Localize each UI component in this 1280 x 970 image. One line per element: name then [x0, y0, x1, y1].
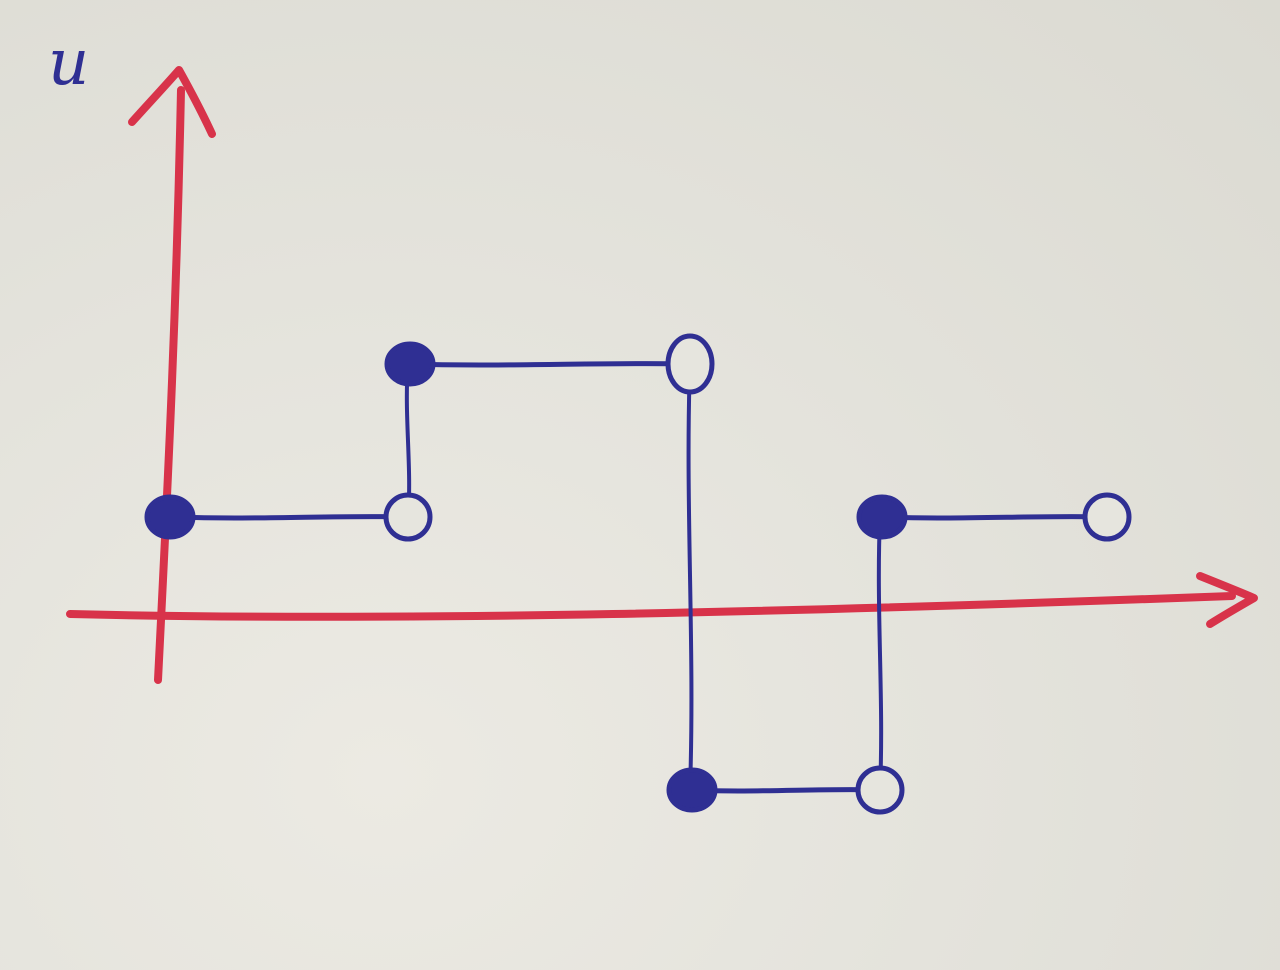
step-segment [405, 361, 693, 368]
filled-endpoint-dot [666, 767, 718, 813]
jump-line [686, 362, 694, 792]
open-endpoint-dot [1082, 492, 1132, 542]
y-axis-line [154, 86, 185, 684]
x-axis-arrowhead [1196, 572, 1258, 628]
jump-line [876, 515, 884, 792]
step-segments [173, 361, 1110, 794]
axes: u [48, 26, 1258, 684]
step-segment [877, 514, 1110, 521]
open-endpoint-dot [855, 765, 905, 815]
filled-endpoint-dot [856, 494, 908, 540]
open-endpoint-dot [383, 492, 433, 542]
endpoint-markers [144, 333, 1132, 815]
x-axis-line [66, 592, 1236, 621]
jump-lines [404, 362, 884, 792]
open-endpoint-dot [665, 333, 715, 395]
filled-endpoint-dot [144, 494, 196, 540]
step-segment [173, 514, 411, 521]
step-segment [687, 787, 883, 794]
filled-endpoint-dot [384, 341, 436, 387]
y-axis-label: u [48, 26, 89, 100]
y-axis-arrowhead [128, 66, 216, 138]
